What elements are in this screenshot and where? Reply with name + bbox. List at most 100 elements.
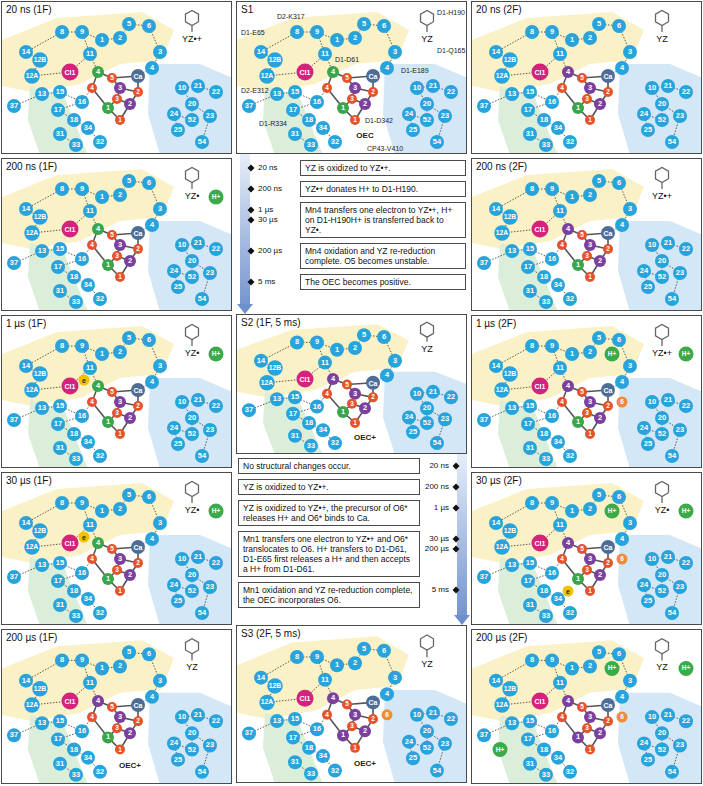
chloride-ion-disc [532,692,549,709]
water-number-disc [502,523,517,538]
water-number: 31 [56,130,64,138]
oxygen-atom: 2 [136,246,140,253]
water-number: 52 [658,273,666,281]
pocket-region [498,86,558,154]
water-number-disc [420,741,434,755]
water-number: 17 [54,263,62,271]
water-number: 8 [295,653,299,661]
water-number: 1 [100,193,104,201]
proton-marker-disc [605,504,620,519]
water-number: 22 [212,88,220,96]
water-number-disc [142,19,156,33]
water-number: 18 [305,419,313,427]
water-number-disc [679,714,693,728]
water-number: 22 [212,559,220,567]
binding-pocket [472,640,702,784]
water-number-disc [673,109,687,123]
water-number: 32 [96,452,104,460]
water-number-disc [489,516,503,530]
manganese-atom-disc [594,412,606,424]
manganese-atom: 2 [363,100,367,108]
water-number: 34 [84,124,92,132]
water-number-disc [505,244,519,258]
water-number-disc [175,710,189,724]
water-number: 16 [548,98,556,106]
water-number: 2 [353,344,357,352]
panel-title: 200 ns (1F) [6,161,57,173]
water-number-disc [95,190,109,204]
water-number-disc [477,413,491,427]
water-number: 5 [597,649,601,657]
water-number: 17 [54,106,62,114]
tyrosine-stem [661,654,662,661]
water-number-disc [583,345,597,359]
water-number: 18 [540,116,548,124]
cluster-bonds [92,386,138,434]
electron-marker: e [82,377,86,384]
water-number-disc [53,242,67,256]
water-number: 9 [315,28,319,36]
water-number-disc [32,681,47,696]
water-number: 8 [60,342,64,350]
water-number: 16 [78,569,86,577]
water-number: 6 [382,22,386,30]
water-number: 13 [38,247,46,255]
time-point: 200 ns [258,184,282,194]
water-number: 17 [524,263,532,271]
water-number-disc [270,392,284,406]
tyrosine-ring [656,11,669,26]
water-number-disc [645,238,659,252]
water-number-disc [67,584,81,598]
water-number: 12B [34,685,46,692]
water-number-disc [153,359,167,373]
water-number: 15 [291,394,299,402]
water-number: 37 [245,730,253,738]
water-number: 12A [496,544,508,551]
water-number: 13 [38,90,46,98]
water-number: 11 [556,50,564,58]
oxygen-atom-disc [350,743,360,753]
water-number-disc [145,218,159,232]
water-number: 34 [554,438,562,446]
water-number-disc [641,753,655,767]
hydrogen-bonds [484,495,686,616]
water-number: 16 [548,728,556,736]
water-number-disc [191,236,205,250]
water-number-disc [655,113,669,127]
calcium-atom-disc [131,383,145,397]
water-number-disc [406,751,420,765]
water-number: 1 [100,507,104,515]
water-number-disc [254,354,268,368]
oxygen-atom-disc [133,244,143,254]
oxygen-o6-marker: 6 [620,714,624,721]
calcium-atom: Ca [134,230,143,237]
water-number-disc [563,765,577,779]
water-number-disc [330,658,344,672]
oxygen-atom-disc [322,710,332,720]
pocket-region [148,64,232,154]
water-number-disc [203,423,217,437]
tyrosine-label: YZ [421,35,433,44]
water-number: 33 [307,141,315,149]
pocket-region [2,326,174,406]
water-number: 21 [194,711,202,719]
chloride-ion-disc [297,64,314,81]
water-number: 21 [429,82,437,90]
atoms [242,642,458,781]
water-number-disc [113,31,127,45]
water-number-disc [153,202,167,216]
cluster-bonds [562,229,608,277]
calcium-atom: Ca [604,230,613,237]
tyrosine-label: YZ• [185,349,200,358]
water-number: 2 [118,191,122,199]
water-number-disc [310,650,324,664]
water-number: 18 [70,746,78,754]
pocket-region [28,400,88,468]
chloride-ion: Cl1 [535,69,546,76]
residue-name: D1-D342 [365,117,393,124]
water-number-disc [402,107,416,121]
water-number-disc [32,209,47,224]
water-number-disc [302,741,316,755]
water-number: 5 [597,334,601,342]
water-number: 13 [273,395,281,403]
